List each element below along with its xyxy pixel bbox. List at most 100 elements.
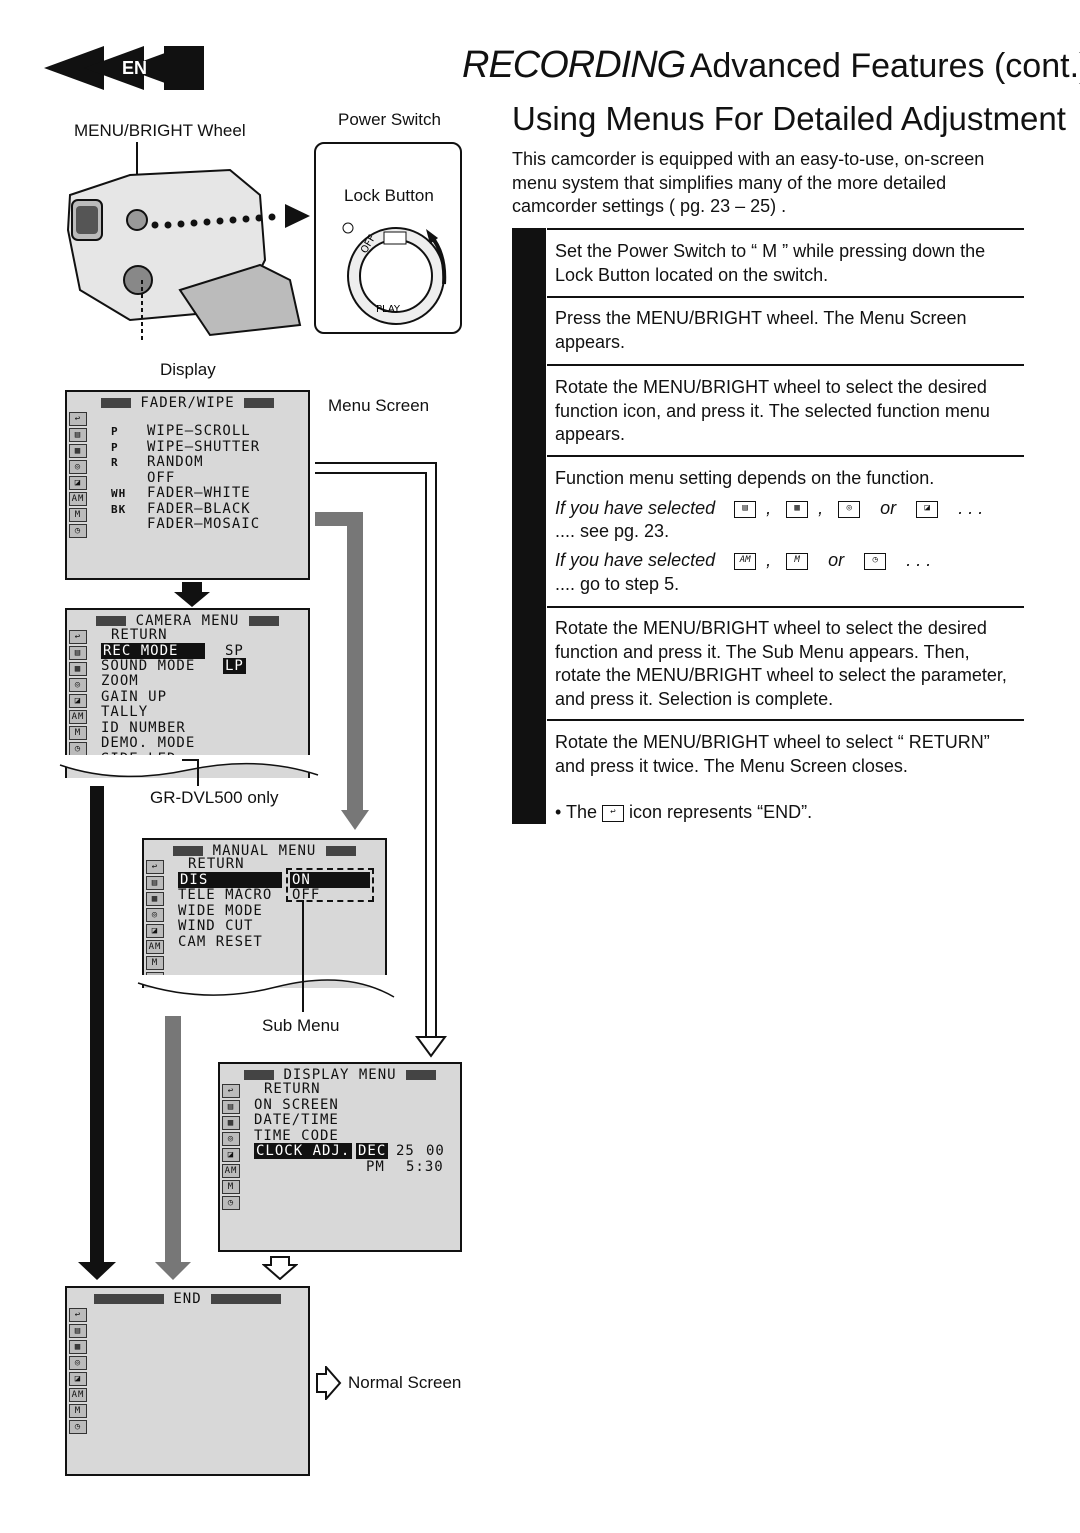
language-label: EN bbox=[122, 58, 148, 78]
fader-item: R RANDOM bbox=[111, 454, 260, 471]
camera-item-tally: TALLY bbox=[101, 704, 149, 720]
display-clock-icon: ◷ bbox=[222, 1196, 240, 1210]
end-screen: END ↩ ▤ ▦ ◎ ◪ AM M ◷ bbox=[65, 1286, 310, 1476]
tear-edge bbox=[59, 755, 319, 778]
return-icon: ↩ bbox=[69, 630, 87, 644]
camera-item-gain-up: GAIN UP bbox=[101, 689, 168, 705]
end-title: END bbox=[91, 1291, 284, 1307]
manual-icon-column: ↩ ▤ ▦ ◎ ◪ AM M ◷ bbox=[146, 860, 166, 988]
camera-menu-title: CAMERA MENU bbox=[91, 613, 284, 629]
power-switch-detail: Lock Button OFF PLAY bbox=[314, 142, 462, 334]
program-ae-icon: ◎ bbox=[146, 908, 164, 922]
exposure-icon: ◪ bbox=[69, 476, 87, 490]
clock-day: 25 bbox=[396, 1143, 415, 1159]
step-5-text: Rotate the MENU/BRIGHT wheel to select t… bbox=[555, 618, 1007, 709]
clock-month: DEC bbox=[356, 1143, 389, 1159]
callout-line bbox=[182, 759, 199, 786]
manual-menu-icon: M bbox=[146, 956, 164, 970]
fader-item-icon: R bbox=[111, 456, 119, 469]
program-ae-icon: ◎ bbox=[69, 678, 87, 692]
normal-screen-label: Normal Screen bbox=[348, 1373, 462, 1392]
exposure-icon: ◪ bbox=[69, 694, 87, 708]
fader-item-icon: WH bbox=[111, 487, 127, 500]
arrow-down-icon bbox=[174, 582, 210, 607]
menu-screen-label: Menu Screen bbox=[328, 396, 430, 415]
step-3-text: Rotate the MENU/BRIGHT wheel to select t… bbox=[555, 377, 990, 444]
auto-manual-icon: AM bbox=[69, 492, 87, 506]
intro-text: This camcorder is equipped with an easy-… bbox=[512, 149, 985, 216]
display-item-clock-adj: CLOCK ADJ. bbox=[254, 1143, 353, 1159]
arrow-end-gray bbox=[165, 1016, 181, 1268]
camera-item-return: RETURN bbox=[111, 627, 168, 643]
manual-item-cam-reset: CAM RESET bbox=[178, 934, 263, 950]
arrow-to-manual bbox=[315, 512, 369, 830]
camera-menu-icon: ▦ bbox=[69, 662, 87, 676]
camera-item-id-number: ID NUMBER bbox=[101, 720, 186, 736]
camera-item-rec-mode: REC MODE bbox=[101, 643, 205, 659]
program-ae-icon: ◎ bbox=[838, 500, 861, 518]
auto-manual-icon: AM bbox=[222, 1164, 240, 1178]
arrow-down-outline-icon bbox=[262, 1256, 298, 1280]
fader-item-label: FADER—MOSAIC bbox=[147, 516, 261, 532]
display-clock-icon: ◷ bbox=[69, 742, 87, 756]
arrow-to-display bbox=[315, 462, 447, 1058]
auto-manual-icon: AM bbox=[69, 1388, 87, 1402]
program-ae-icon: ◎ bbox=[222, 1132, 240, 1146]
display-icon-column: ↩ ▤ ▦ ◎ ◪ AM M ◷ bbox=[222, 1084, 242, 1212]
section-title: Using Menus For Detailed Adjustment bbox=[512, 100, 1066, 137]
manual-item-tele-macro: TELE MACRO bbox=[178, 887, 273, 903]
exposure-icon: ◪ bbox=[222, 1148, 240, 1162]
fader-wipe-icon: ▤ bbox=[69, 1324, 87, 1338]
display-menu-title: DISPLAY MENU bbox=[244, 1067, 437, 1083]
page-header: RECORDING Advanced Features (cont.) bbox=[462, 44, 1080, 87]
divider bbox=[547, 296, 1024, 298]
step-6-text: Rotate the MENU/BRIGHT wheel to select “… bbox=[555, 732, 990, 776]
fader-item: FADER—MOSAIC bbox=[111, 516, 261, 533]
end-icon-column: ↩ ▤ ▦ ◎ ◪ AM M ◷ bbox=[69, 1308, 89, 1436]
fader-wipe-icon: ▤ bbox=[222, 1100, 240, 1114]
fader-item-label: FADER—BLACK bbox=[147, 500, 251, 517]
step-4-case-b: If you have selected AM , M or ◷ . . . bbox=[555, 550, 932, 570]
fader-item-label: OFF bbox=[147, 469, 176, 486]
svg-text:PLAY: PLAY bbox=[376, 304, 401, 315]
auto-manual-icon: AM bbox=[69, 710, 87, 724]
manual-menu-icon: M bbox=[69, 508, 87, 522]
fader-wipe-icon: ▤ bbox=[146, 876, 164, 890]
menu-bright-wheel-label: MENU/BRIGHT Wheel bbox=[74, 121, 246, 140]
fader-item-icon: P bbox=[111, 425, 119, 438]
fader-item-label: RANDOM bbox=[147, 454, 204, 470]
display-clock-icon: ◷ bbox=[69, 524, 87, 538]
exposure-icon: ◪ bbox=[146, 924, 164, 938]
divider bbox=[547, 606, 1024, 608]
fader-item-label: WIPE—SCROLL bbox=[147, 423, 251, 439]
divider bbox=[547, 719, 1024, 721]
fader-wipe-icon: ▤ bbox=[69, 646, 87, 660]
power-switch-label: Power Switch bbox=[338, 110, 441, 129]
step-4-text: Function menu setting depends on the fun… bbox=[555, 468, 935, 488]
power-dial-icon: OFF PLAY bbox=[342, 222, 447, 325]
divider bbox=[547, 455, 1024, 457]
fader-wipe-icon: ▤ bbox=[69, 428, 87, 442]
tear-edge bbox=[137, 975, 395, 998]
divider bbox=[547, 228, 1024, 230]
arrow-end-black bbox=[90, 786, 104, 1266]
step-6-note: • The ↩ icon represents “END”. bbox=[555, 802, 813, 822]
arrow-down-icon bbox=[155, 1262, 191, 1280]
fader-item-label: WIPE—SHUTTER bbox=[147, 438, 261, 455]
camera-menu-icon: ▦ bbox=[222, 1116, 240, 1130]
header-title-rest: Advanced Features (cont.) bbox=[689, 47, 1080, 85]
arrow-down-icon bbox=[78, 1262, 116, 1280]
manual-menu-icon: M bbox=[222, 1180, 240, 1194]
gr-only-label: GR-DVL500 only bbox=[150, 788, 279, 807]
clock-year: 00 bbox=[426, 1143, 445, 1159]
program-ae-icon: ◎ bbox=[69, 1356, 87, 1370]
fader-item-label: FADER—WHITE bbox=[147, 485, 251, 501]
manual-menu-icon: M bbox=[786, 552, 809, 570]
return-icon: ↩ bbox=[69, 412, 87, 426]
return-icon: ↩ bbox=[602, 804, 625, 822]
steps-bar bbox=[512, 228, 546, 824]
step-4-case-a: If you have selected ▤ , ▦ , ◎ or ◪ . . … bbox=[555, 498, 984, 518]
